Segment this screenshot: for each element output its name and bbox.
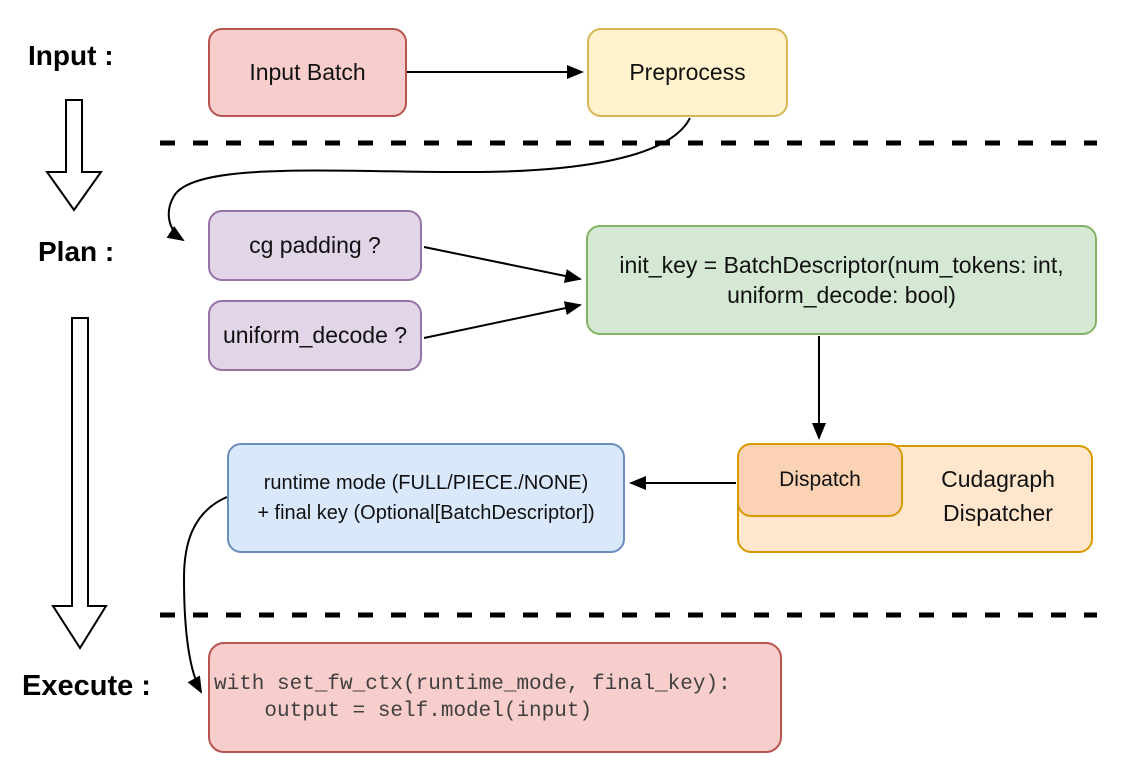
execute-code-line2: output = self.model(input) [214,699,593,723]
node-dispatch[interactable]: Dispatch [737,443,903,517]
node-cudagraph-dispatcher-line1: Cudagraph [941,466,1055,492]
node-runtime-mode-line1: runtime mode (FULL/PIECE./NONE) [263,472,589,494]
node-preprocess-label: Preprocess [629,58,746,85]
node-runtime-mode[interactable]: runtime mode (FULL/PIECE./NONE) + final … [227,443,625,553]
node-cudagraph-dispatcher-line2: Dispatcher [943,500,1053,526]
node-cudagraph-dispatcher-label: Cudagraph Dispatcher [903,462,1093,530]
node-init-key-line2: uniform_decode: bool) [727,282,956,308]
stage-label-input: Input : [28,40,114,71]
node-dispatch-label: Dispatch [779,468,861,492]
node-uniform-decode-label: uniform_decode ? [222,321,408,348]
node-execute-code[interactable]: with set_fw_ctx(runtime_mode, final_key)… [208,642,782,753]
hollow-arrow-plan-to-execute [51,317,108,650]
node-uniform-decode[interactable]: uniform_decode ? [208,300,422,371]
stage-label-plan: Plan : [38,236,115,267]
node-preprocess[interactable]: Preprocess [587,28,788,117]
arrow-cgpadding-to-initkey [423,246,582,283]
arrow-runtimemode-to-execute [182,496,228,694]
node-runtime-mode-line2: + final key (Optional[BatchDescriptor]) [257,502,595,524]
node-init-key-line1: init_key = BatchDescriptor(num_tokens: i… [619,252,1064,278]
execute-code-line1: with set_fw_ctx(runtime_mode, final_key)… [214,672,731,696]
stage-label-execute: Execute : [22,670,151,702]
arrow-uniformdecode-to-initkey [423,301,582,339]
arrow-preprocess-to-cgpadding [166,117,691,242]
node-init-key[interactable]: init_key = BatchDescriptor(num_tokens: i… [586,225,1097,335]
node-cg-padding[interactable]: cg padding ? [208,210,422,281]
hollow-arrow-input-to-plan [45,99,103,212]
node-cg-padding-label: cg padding ? [249,231,381,258]
node-input-batch-label: Input Batch [249,58,366,85]
node-input-batch[interactable]: Input Batch [208,28,407,117]
